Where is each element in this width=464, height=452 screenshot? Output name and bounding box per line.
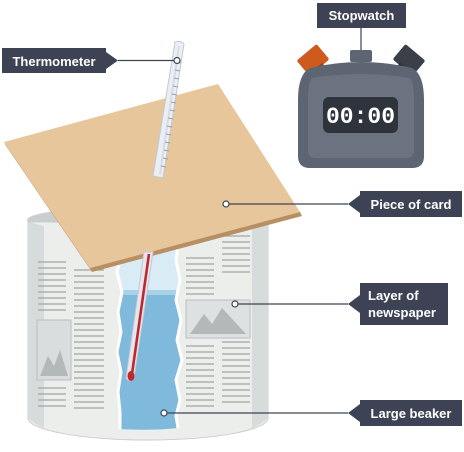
label-piece-of-card: Piece of card — [222, 191, 462, 217]
label-thermometer: Thermometer — [2, 48, 181, 73]
label-layer-of-newspaper-line1: Layer of — [368, 288, 419, 303]
thermometer-stem-upper — [152, 40, 185, 179]
label-large-beaker-text: Large beaker — [371, 406, 452, 421]
torn-edge-left — [115, 243, 124, 429]
label-stopwatch-text: Stopwatch — [329, 8, 395, 23]
newspaper-shadow-right — [252, 222, 268, 428]
label-stopwatch: Stopwatch — [317, 3, 406, 28]
torn-edge-right — [174, 243, 184, 429]
label-large-beaker: Large beaker — [160, 400, 462, 426]
water-surface — [121, 290, 177, 295]
thermometer-bulb — [127, 371, 135, 381]
label-thermometer-text: Thermometer — [12, 54, 95, 69]
label-layer-of-newspaper-line2: newspaper — [368, 305, 436, 320]
newspaper-photo-right-shape — [190, 308, 246, 334]
newspaper-photo-shape — [40, 350, 68, 376]
card-top — [4, 84, 300, 268]
stopwatch: 00:00 — [297, 28, 425, 168]
label-piece-of-card-text: Piece of card — [371, 197, 452, 212]
stopwatch-display — [323, 97, 398, 133]
water — [117, 292, 182, 430]
label-layer-of-newspaper: Layer of newspaper — [231, 283, 448, 325]
thermometer-red-liquid — [130, 253, 151, 375]
thermometer-scale — [160, 61, 182, 168]
thermometer-bore — [159, 45, 180, 175]
thermometer — [125, 40, 185, 382]
card — [4, 84, 302, 272]
stopwatch-crown — [350, 50, 372, 62]
stopwatch-time: 00:00 — [326, 104, 395, 130]
card-edge-left — [4, 142, 92, 272]
